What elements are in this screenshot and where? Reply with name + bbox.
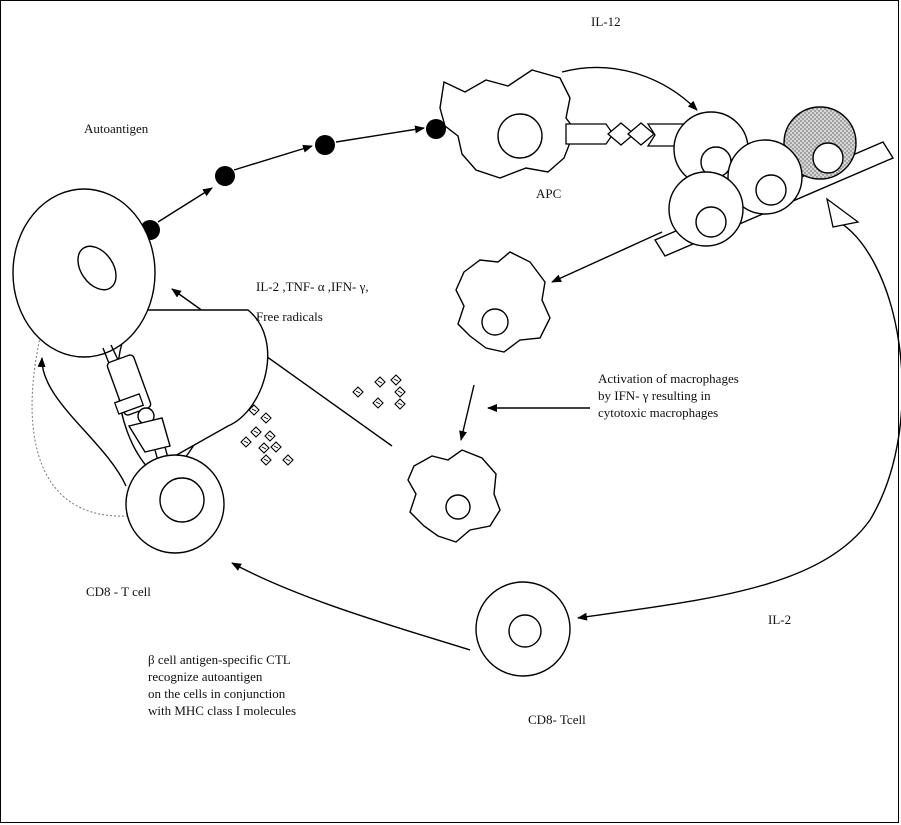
apc-to-tcells-arrow (562, 67, 697, 110)
label-il2: IL-2 (768, 611, 791, 628)
macrophage-nucleus (482, 309, 508, 335)
apc-nucleus (498, 114, 542, 158)
antigen-particle (426, 119, 446, 139)
apc-receptor-stem (566, 124, 613, 144)
antigen-arrow-3 (336, 128, 424, 142)
cd8-ctl-cell (126, 455, 224, 553)
label-activation-line: cytotoxic macrophages (598, 404, 718, 421)
label-cd8-tcell: CD8- Tcell (528, 711, 586, 728)
tcells-to-macrophage-arrow (552, 232, 662, 282)
receptor-wedge (827, 199, 858, 227)
label-ctl-line: with MHC class I molecules (148, 702, 296, 719)
label-il12: IL-12 (591, 13, 621, 30)
label-autoantigen: Autoantigen (84, 120, 148, 137)
label-activation-line: Activation of macrophages (598, 370, 739, 387)
tcell (669, 172, 743, 246)
antigen-arrow-1 (158, 188, 212, 222)
antigen-particle (315, 135, 335, 155)
label-cd8-t-cell: CD8 - T cell (86, 583, 151, 600)
label-apc: APC (536, 185, 561, 202)
macrophage-nucleus (446, 495, 470, 519)
antigen-particle (215, 166, 235, 186)
label-ctl-line: recognize autoantigen (148, 668, 262, 685)
label-ctl-line: on the cells in conjunction (148, 685, 285, 702)
macrophage (456, 252, 550, 352)
label-free-radicals: Free radicals (256, 308, 323, 325)
label-cytokines: IL-2 ,TNF- α ,IFN- γ, (256, 278, 369, 295)
loop-bottom-arrow (232, 563, 470, 650)
cytokine-granules (241, 375, 405, 465)
label-ctl-line: β cell antigen-specific CTL (148, 651, 291, 668)
label-activation-line: by IFN- γ resulting in (598, 387, 711, 404)
macrophage-down-arrow (461, 385, 474, 440)
antigen-arrow-2 (234, 146, 312, 170)
cd8-naive-tcell (476, 582, 570, 676)
